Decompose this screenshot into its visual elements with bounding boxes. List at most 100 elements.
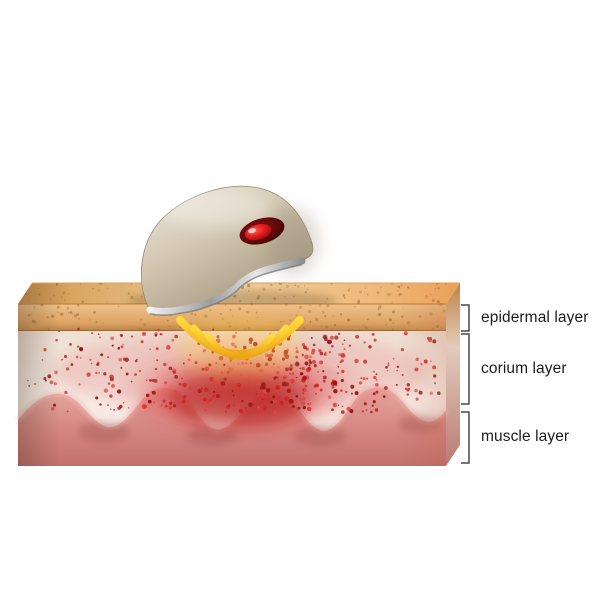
massage-device	[140, 185, 319, 316]
particle-dot	[69, 311, 73, 314]
particle-dot	[366, 318, 369, 321]
particle-dot	[88, 318, 92, 321]
particle-dot	[169, 401, 173, 405]
particle-dot	[203, 387, 209, 393]
particle-dot	[349, 409, 354, 413]
particle-dot	[213, 380, 218, 385]
particle-dot	[312, 359, 316, 364]
particle-dot	[68, 312, 70, 314]
particle-dot	[77, 327, 80, 331]
particle-dot	[375, 383, 379, 387]
particle-dot	[257, 406, 260, 409]
particle-dot	[295, 376, 298, 379]
particle-dot	[109, 394, 113, 398]
particle-dot	[66, 307, 70, 310]
particle-dot	[372, 392, 376, 396]
particle-dot	[275, 385, 280, 390]
particle-dot	[330, 283, 333, 285]
particle-dot	[64, 355, 67, 358]
particle-dot	[95, 396, 99, 400]
particle-dot	[98, 283, 102, 285]
particle-dot	[120, 366, 123, 369]
particle-dot	[360, 377, 363, 380]
particle-dot	[400, 284, 403, 287]
particle-dot	[188, 386, 193, 391]
particle-dot	[340, 353, 346, 358]
particle-dot	[143, 322, 147, 326]
particle-dot	[89, 358, 92, 361]
particle-dot	[60, 358, 63, 361]
particle-dot	[304, 354, 309, 360]
particle-dot	[304, 384, 308, 388]
particle-dot	[392, 357, 395, 360]
particle-dot	[288, 372, 292, 375]
particle-dot	[366, 293, 369, 296]
particle-dot	[263, 406, 267, 410]
particle-dot	[65, 367, 70, 371]
particle-dot	[299, 367, 302, 370]
particle-dot	[323, 352, 327, 356]
right-edge-shade	[396, 304, 446, 466]
particle-dot	[375, 373, 378, 375]
particle-dot	[279, 288, 281, 291]
particle-dot	[138, 327, 142, 331]
particle-dot	[182, 362, 185, 365]
particle-dot	[249, 409, 253, 412]
particle-dot	[125, 372, 129, 376]
particle-dot	[259, 403, 263, 407]
particle-dot	[174, 390, 178, 394]
particle-dot	[374, 408, 379, 412]
particle-dot	[354, 358, 359, 364]
particle-dot	[107, 404, 109, 407]
particle-dot	[304, 361, 309, 366]
particle-dot	[344, 390, 348, 394]
particle-dot	[262, 388, 267, 393]
particle-dot	[127, 406, 130, 409]
particle-dot	[78, 317, 81, 320]
particle-dot	[49, 298, 52, 301]
particle-dot	[168, 366, 173, 371]
particle-dot	[279, 400, 284, 405]
particle-dot	[346, 406, 351, 411]
particle-dot	[190, 322, 192, 324]
particle-dot	[178, 382, 182, 386]
particle-dot	[38, 293, 41, 296]
particle-dot	[322, 334, 328, 340]
particle-dot	[262, 386, 266, 390]
particle-dot	[27, 300, 30, 302]
particle-dot	[76, 304, 80, 307]
particle-dot	[313, 364, 317, 368]
particle-dot	[70, 363, 74, 366]
particle-dot	[141, 404, 147, 409]
particle-dot	[337, 365, 340, 368]
particle-dot	[223, 377, 227, 381]
particle-dot	[236, 382, 241, 388]
particle-dot	[357, 300, 361, 305]
particle-dot	[373, 375, 377, 380]
particle-dot	[160, 404, 163, 407]
particle-dot	[122, 343, 124, 346]
particle-dot	[328, 395, 332, 399]
particle-dot	[247, 283, 251, 288]
particle-dot	[385, 365, 388, 369]
particle-dot	[338, 353, 342, 357]
particle-dot	[337, 332, 341, 335]
particle-dot	[302, 392, 305, 395]
particle-dot	[397, 290, 399, 292]
particle-dot	[431, 298, 435, 302]
particle-dot	[371, 404, 374, 408]
left-edge-shade	[18, 304, 60, 466]
particle-dot	[391, 328, 394, 331]
particle-dot	[332, 380, 338, 386]
particle-dot	[377, 308, 380, 311]
particle-dot	[66, 410, 69, 413]
particle-dot	[317, 371, 319, 373]
particle-dot	[246, 310, 249, 314]
particle-dot	[288, 398, 294, 404]
particle-dot	[270, 283, 273, 287]
particle-dot	[209, 398, 212, 401]
particle-dot	[166, 345, 171, 350]
particle-dot	[106, 301, 108, 304]
particle-dot	[333, 388, 338, 394]
particle-dot	[283, 375, 287, 380]
